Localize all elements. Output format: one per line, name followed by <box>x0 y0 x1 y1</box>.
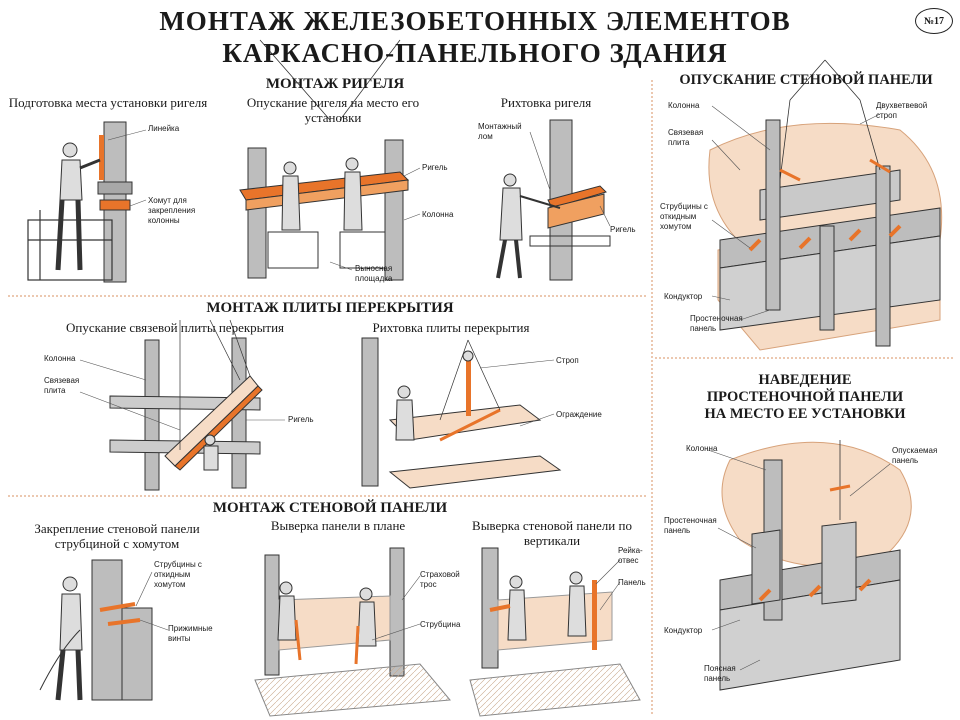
label-screws: Прижимные винты <box>168 624 213 643</box>
riegel-heading: МОНТАЖ РИГЕЛЯ <box>265 76 405 92</box>
label-riegel-2: Ригель <box>610 225 636 234</box>
right-bottom-heading-l2: ПРОСТЕНОЧНОЙ ПАНЕЛИ <box>706 389 904 405</box>
label-crowbar: Монтажный лом <box>478 122 522 141</box>
poster-number-badge: №17 <box>915 8 953 34</box>
slab-lower-title: Опускание связевой плиты перекрытия <box>65 320 285 335</box>
label-clamps-1: Струбцины с откидным хомутом <box>154 560 202 589</box>
wall-fix-illustration <box>39 559 153 701</box>
riegel-prep-illustration <box>27 121 133 283</box>
wall-plan-title: Выверка панели в плане <box>270 518 406 533</box>
label-riegel-3: Ригель <box>288 415 314 424</box>
right-bottom-illustration <box>719 440 912 691</box>
right-top-illustration <box>708 59 943 351</box>
label-tie-slab-1: Связевая плита <box>44 376 80 395</box>
label-column-3: Колонна <box>668 101 700 110</box>
leader-lines <box>79 105 891 671</box>
poster-title-line2: КАРКАСНО-ПАНЕЛЬНОГО ЗДАНИЯ <box>222 38 728 68</box>
label-riegel-1: Ригель <box>422 163 448 172</box>
label-conductor-1: Кондуктор <box>664 292 703 301</box>
label-tie-slab-2: Связевая плита <box>668 128 704 147</box>
slab-heading: МОНТАЖ ПЛИТЫ ПЕРЕКРЫТИЯ <box>206 300 454 316</box>
wall-plan-illustration <box>254 547 451 717</box>
riegel-align-title: Рихтовка ригеля <box>500 95 592 110</box>
label-column-1: Колонна <box>422 210 454 219</box>
riegel-lower-illustration <box>239 39 410 281</box>
riegel-prep-title: Подготовка места установки ригеля <box>8 95 208 110</box>
label-belt-panel: Поясная панель <box>704 664 736 683</box>
label-double-sling: Двухветвевой строп <box>876 101 928 120</box>
label-panel: Панель <box>618 578 646 587</box>
wall-vertical-title: Выверка стеновой панели по вертикали <box>472 518 632 548</box>
riegel-lower-title: Опускание ригеля на место его установки <box>246 95 420 125</box>
label-clamp-2: Струбцина <box>420 620 461 629</box>
label-column-2: Колонна <box>44 354 76 363</box>
right-top-heading: ОПУСКАНИЕ СТЕНОВОЙ ПАНЕЛИ <box>679 72 933 88</box>
label-column-4: Колонна <box>686 444 718 453</box>
label-rail: Рейка-отвес <box>618 546 643 565</box>
right-bottom-heading-l3: НА МЕСТО ЕЕ УСТАНОВКИ <box>704 406 906 422</box>
label-ruler: Линейка <box>148 124 180 133</box>
label-conductor-2: Кондуктор <box>664 626 703 635</box>
riegel-align-illustration <box>496 119 611 281</box>
label-lowered-panel: Опускаемая панель <box>892 446 938 465</box>
poster-title-line1: МОНТАЖ ЖЕЛЕЗОБЕТОННЫХ ЭЛЕМЕНТОВ <box>159 6 791 36</box>
label-pier-panel-1: Простеночная панель <box>690 314 743 333</box>
label-clamps-2: Струбцины с откидным хомутом <box>660 202 708 231</box>
slab-lower-illustration <box>109 319 263 491</box>
label-clamp: Хомут для закрепления колонны <box>148 196 196 225</box>
wall-fix-title: Закрепление стеновой панели струбциной с… <box>34 521 200 551</box>
label-rope: Страховой трос <box>420 570 460 589</box>
label-fence: Ограждение <box>556 410 602 419</box>
wall-vertical-illustration <box>469 547 641 717</box>
wall-heading: МОНТАЖ СТЕНОВОЙ ПАНЕЛИ <box>212 500 448 516</box>
label-pier-panel-2: Простеночная панель <box>664 516 717 535</box>
label-platform: Выносная площадка <box>355 264 393 283</box>
slab-align-illustration <box>361 337 562 489</box>
slab-align-title: Рихтовка плиты перекрытия <box>372 320 530 335</box>
section-dividers <box>8 80 955 715</box>
right-bottom-heading-l1: НАВЕДЕНИЕ <box>758 372 852 388</box>
label-sling: Строп <box>556 356 579 365</box>
